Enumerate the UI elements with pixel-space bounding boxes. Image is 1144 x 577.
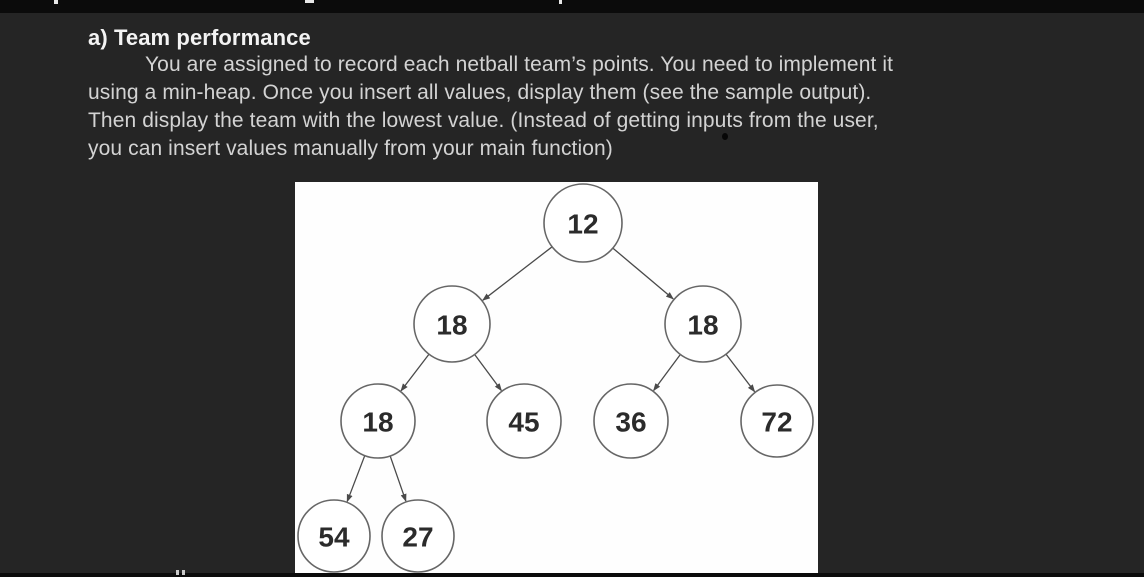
tree-node-value: 18 [436, 310, 467, 341]
tree-edge [725, 353, 756, 393]
page-title: a) Team performance [88, 25, 311, 50]
tree-node-circle [664, 285, 742, 363]
paragraph-line: using a min-heap. Once you insert all va… [88, 81, 872, 104]
tree-edge [482, 246, 553, 301]
tree-node-circle [381, 499, 455, 573]
tree-edge [346, 455, 366, 503]
tree-node-circle [593, 383, 669, 459]
tree-node-value: 12 [567, 209, 598, 240]
tree-edge [474, 354, 502, 392]
cutoff-text-fragment [305, 0, 314, 3]
paragraph-line: Then display the team with the lowest va… [88, 109, 879, 132]
bottom-cutoff-bar [0, 570, 1144, 577]
tree-node-value: 18 [362, 407, 393, 438]
tree-node-value: 27 [402, 522, 433, 553]
cutoff-text-fragment [559, 0, 562, 4]
tree-node-value: 36 [615, 407, 646, 438]
tree-node-value: 54 [318, 522, 350, 553]
problem-statement: You are assigned to record each netball … [88, 51, 1028, 163]
cutoff-text-fragment [54, 0, 58, 4]
tree-node-value: 18 [687, 310, 718, 341]
tree-edge [612, 247, 674, 300]
tree-edge [653, 354, 681, 392]
tree-node-circle [486, 383, 562, 459]
tree-node-value: 72 [761, 407, 792, 438]
cutoff-text-fragment [182, 570, 185, 575]
tree-edge [389, 455, 407, 502]
tree-edge [400, 353, 430, 392]
heap-tree-svg: 12 18 18 18 45 36 72 54 27 [297, 183, 814, 573]
paragraph-line: you can insert values manually from your… [88, 137, 613, 160]
tree-node-circle [297, 499, 371, 573]
cursor-dot [722, 133, 728, 140]
tree-node-circle [340, 383, 416, 459]
min-heap-diagram: 12 18 18 18 45 36 72 54 27 [295, 182, 818, 573]
cutoff-text-fragment [176, 570, 179, 575]
paragraph-line: You are assigned to record each netball … [145, 53, 894, 76]
tree-node-value: 45 [508, 407, 539, 438]
top-cutoff-bar [0, 0, 1144, 13]
tree-node-circle [413, 285, 491, 363]
tree-node-circle [543, 183, 623, 263]
tree-node-circle [740, 384, 814, 458]
